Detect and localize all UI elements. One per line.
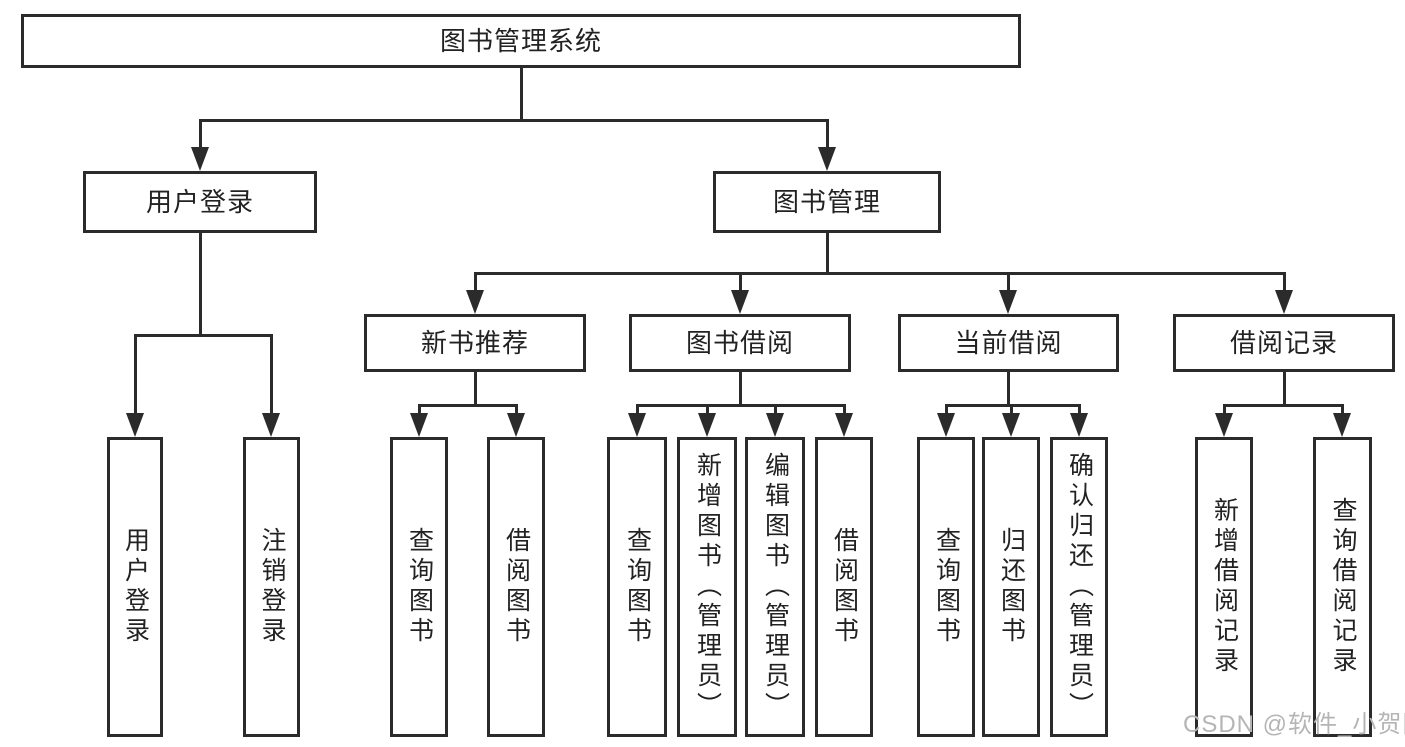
leaf-logout: 注销登录 [243,437,300,737]
connector-line [1283,272,1286,292]
arrow-down-icon [191,147,209,171]
arrow-down-icon [1333,413,1351,437]
connector-line [474,272,1285,275]
leaf-add-borrow-record: 新增借阅记录 [1195,437,1253,737]
arrow-down-icon [731,290,749,314]
connector-line [199,233,202,336]
node-book-management: 图书管理 [713,171,941,233]
connector-line [1283,372,1286,406]
leaf-return-books: 归还图书 [982,437,1040,737]
node-book-borrowing: 图书借阅 [629,314,851,372]
node-library-management-system: 图书管理系统 [21,14,1021,68]
arrow-down-icon [410,413,428,437]
connector-line [1223,404,1226,414]
connector-line [774,404,777,414]
arrow-down-icon [507,413,525,437]
connector-line [199,119,829,122]
node-borrowing-records: 借阅记录 [1173,314,1395,372]
leaf-confirm-return-admin: 确认归还（管理员） [1050,437,1108,737]
leaf-add-books-admin: 新增图书（管理员） [677,437,737,737]
connector-line [474,272,477,292]
arrow-down-icon [628,413,646,437]
connector-line [706,404,709,414]
connector-line [418,404,421,414]
connector-line [199,119,202,149]
connector-line [1007,372,1010,406]
connector-line [826,233,829,274]
connector-line [1007,272,1010,292]
arrow-down-icon [126,413,144,437]
leaf-borrow-books: 借阅图书 [487,437,545,737]
connector-line [418,404,517,407]
connector-line [134,334,137,414]
connector-line [636,404,639,414]
connector-line [1341,404,1344,414]
leaf-edit-books-admin: 编辑图书（管理员） [745,437,805,737]
arrow-down-icon [999,290,1017,314]
connector-line [474,372,477,406]
arrow-down-icon [1002,413,1020,437]
arrow-down-icon [262,413,280,437]
arrow-down-icon [1070,413,1088,437]
connector-line [515,404,518,414]
arrow-down-icon [698,413,716,437]
node-user-login: 用户登录 [83,171,317,233]
connector-line [1010,404,1013,414]
leaf-query-books: 查询图书 [607,437,667,737]
csdn-watermark: CSDN @软件_小贺同学 [1183,711,1405,738]
arrow-down-icon [1275,290,1293,314]
connector-line [134,334,273,337]
leaf-query-borrow-record: 查询借阅记录 [1313,437,1372,737]
leaf-query-books: 查询图书 [917,437,975,737]
connector-line [843,404,846,414]
connector-line [945,404,948,414]
arrow-down-icon [835,413,853,437]
connector-line [1078,404,1081,414]
connector-line [636,404,845,407]
connector-line [1223,404,1343,407]
connector-line [270,334,273,414]
connector-line [739,372,742,406]
arrow-down-icon [466,290,484,314]
leaf-user-login: 用户登录 [107,437,163,737]
node-current-borrowing: 当前借阅 [898,314,1119,372]
leaf-query-books: 查询图书 [390,437,448,737]
connector-line [520,68,523,120]
connector-line [739,272,742,292]
connector-line [826,119,829,149]
arrow-down-icon [818,147,836,171]
leaf-borrow-books: 借阅图书 [815,437,873,737]
arrow-down-icon [1215,413,1233,437]
node-new-book-recommendation: 新书推荐 [364,314,586,372]
arrow-down-icon [937,413,955,437]
arrow-down-icon [766,413,784,437]
